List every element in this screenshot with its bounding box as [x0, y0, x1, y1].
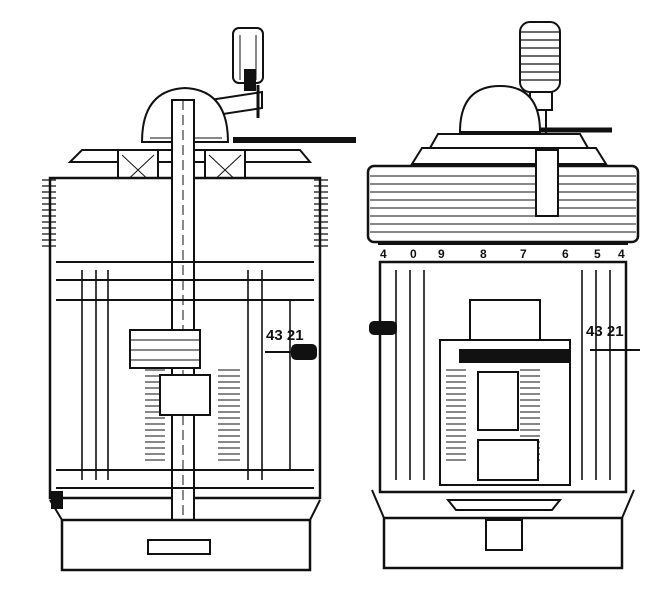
gear-stack-right	[218, 369, 240, 461]
digit-label: 0	[410, 247, 417, 261]
right-external-view: 4 0 9 8 7 6 5 4 43 21	[366, 21, 640, 570]
ribbed-drum	[366, 164, 640, 244]
left-part-numbers: 43 21	[266, 327, 304, 344]
left-sectional-view: 43 21	[42, 27, 356, 572]
digit-label: 4	[380, 247, 387, 261]
thread-left	[42, 179, 56, 247]
gear-stack-left	[145, 369, 165, 461]
gear-stack-left	[446, 369, 466, 461]
digit-label: 4	[618, 247, 625, 261]
dome-cover	[458, 84, 542, 133]
thread-right	[314, 179, 328, 247]
digit-labels: 4 0 9 8 7 6 5 4	[380, 247, 625, 261]
digit-label: 7	[520, 247, 527, 261]
crank-handle	[209, 27, 356, 143]
right-part-numbers: 43 21	[586, 323, 624, 340]
digit-label: 9	[438, 247, 445, 261]
digit-label: 6	[562, 247, 569, 261]
drum-ribs	[370, 175, 636, 233]
digit-label: 8	[480, 247, 487, 261]
digit-label: 5	[594, 247, 601, 261]
